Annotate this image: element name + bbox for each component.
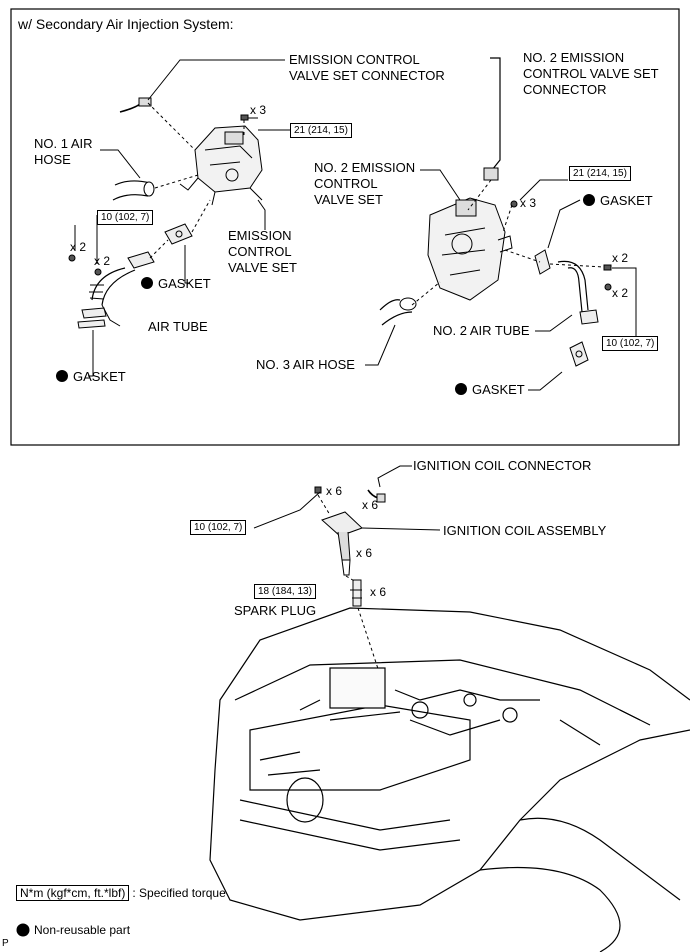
- ecvs-connector-drawing: [119, 97, 152, 113]
- count-label: x 6: [362, 498, 379, 512]
- bolts-right: [510, 200, 612, 291]
- nonreusable-dot: [16, 923, 30, 937]
- count-label: x 6: [326, 484, 343, 498]
- nonreusable-marker: [583, 194, 595, 206]
- panel-title: w/ Secondary Air Injection System:: [18, 16, 234, 32]
- no1-air-hose-label: NO. 1 AIR HOSE: [34, 136, 93, 167]
- no1-air-hose-drawing: [112, 180, 155, 201]
- torque-unit-box: N*m (kgf*cm, ft.*lbf): [16, 885, 130, 901]
- count-label: x 2: [70, 240, 87, 254]
- ignition-coil-section: [253, 465, 441, 691]
- gasket-left-bottom-label: GASKET: [56, 369, 126, 385]
- count-label: x 2: [612, 286, 629, 300]
- torque-legend: N*m (kgf*cm, ft.*lbf): Specified torque: [16, 885, 226, 901]
- ignition-coil-connector-label: IGNITION COIL CONNECTOR: [413, 458, 592, 473]
- count-label: x 2: [612, 251, 629, 265]
- no2-emission-control-valve-set-drawing: [427, 197, 513, 301]
- torque-box: 10 (102, 7): [97, 210, 154, 225]
- nonreusable-marker: [455, 383, 467, 395]
- no3-air-hose-drawing: [379, 297, 417, 326]
- corner-mark: P: [2, 938, 9, 949]
- gasket-right-top-label: GASKET: [583, 193, 653, 209]
- air-tube-drawing: [81, 251, 155, 319]
- count-label: x 3: [250, 103, 267, 117]
- nonreusable-legend: Non-reusable part: [34, 923, 131, 937]
- no2-air-tube-drawing: [557, 260, 599, 325]
- air-tube-label: AIR TUBE: [148, 319, 208, 334]
- count-label: x 3: [520, 196, 537, 210]
- torque-box: 21 (214, 15): [290, 123, 352, 138]
- panel-frame: [10, 8, 680, 446]
- gasket-right-top-drawing: [534, 249, 551, 275]
- torque-box: 10 (102, 7): [190, 520, 247, 535]
- no2-air-tube-label: NO. 2 AIR TUBE: [433, 323, 530, 338]
- count-label: x 6: [356, 546, 373, 560]
- no2-ecvs-connector-label: NO. 2 EMISSION CONTROL VALVE SET CONNECT…: [523, 50, 659, 97]
- ignition-coil-assembly-label: IGNITION COIL ASSEMBLY: [443, 523, 607, 538]
- no2-ecvs-label: NO. 2 EMISSION CONTROL VALVE SET: [314, 160, 416, 207]
- alignment-lines-left: [147, 102, 245, 259]
- alignment-lines-right: [411, 179, 605, 306]
- gasket-right-bottom-drawing: [569, 341, 589, 367]
- no2-ecvs-connector-drawing: [483, 57, 501, 181]
- count-label: x 6: [370, 585, 387, 599]
- leaders-right: [365, 169, 637, 391]
- gasket-left-mid-drawing: [164, 223, 193, 245]
- count-label: x 2: [94, 254, 111, 268]
- no3-air-hose-label: NO. 3 AIR HOSE: [256, 357, 355, 372]
- gasket-right-bottom-label: GASKET: [455, 382, 525, 398]
- ecvs-label: EMISSION CONTROL VALVE SET: [228, 228, 297, 275]
- torque-box: 21 (214, 15): [569, 166, 631, 181]
- torque-box: 18 (184, 13): [254, 584, 316, 599]
- ecvs-connector-label: EMISSION CONTROL VALVE SET CONNECTOR: [289, 52, 445, 83]
- spark-plug-label: SPARK PLUG: [234, 603, 317, 618]
- nonreusable-marker: [56, 370, 68, 382]
- torque-legend-desc: : Specified torque: [132, 886, 226, 900]
- emission-control-valve-set-drawing: [179, 125, 263, 206]
- nonreusable-marker: [141, 277, 153, 289]
- gasket-left-bottom-drawing: [77, 319, 106, 329]
- gasket-left-mid-label: GASKET: [141, 276, 211, 292]
- torque-box: 10 (102, 7): [602, 336, 659, 351]
- leaders-left: [74, 59, 290, 377]
- vehicle-outline: [209, 607, 690, 952]
